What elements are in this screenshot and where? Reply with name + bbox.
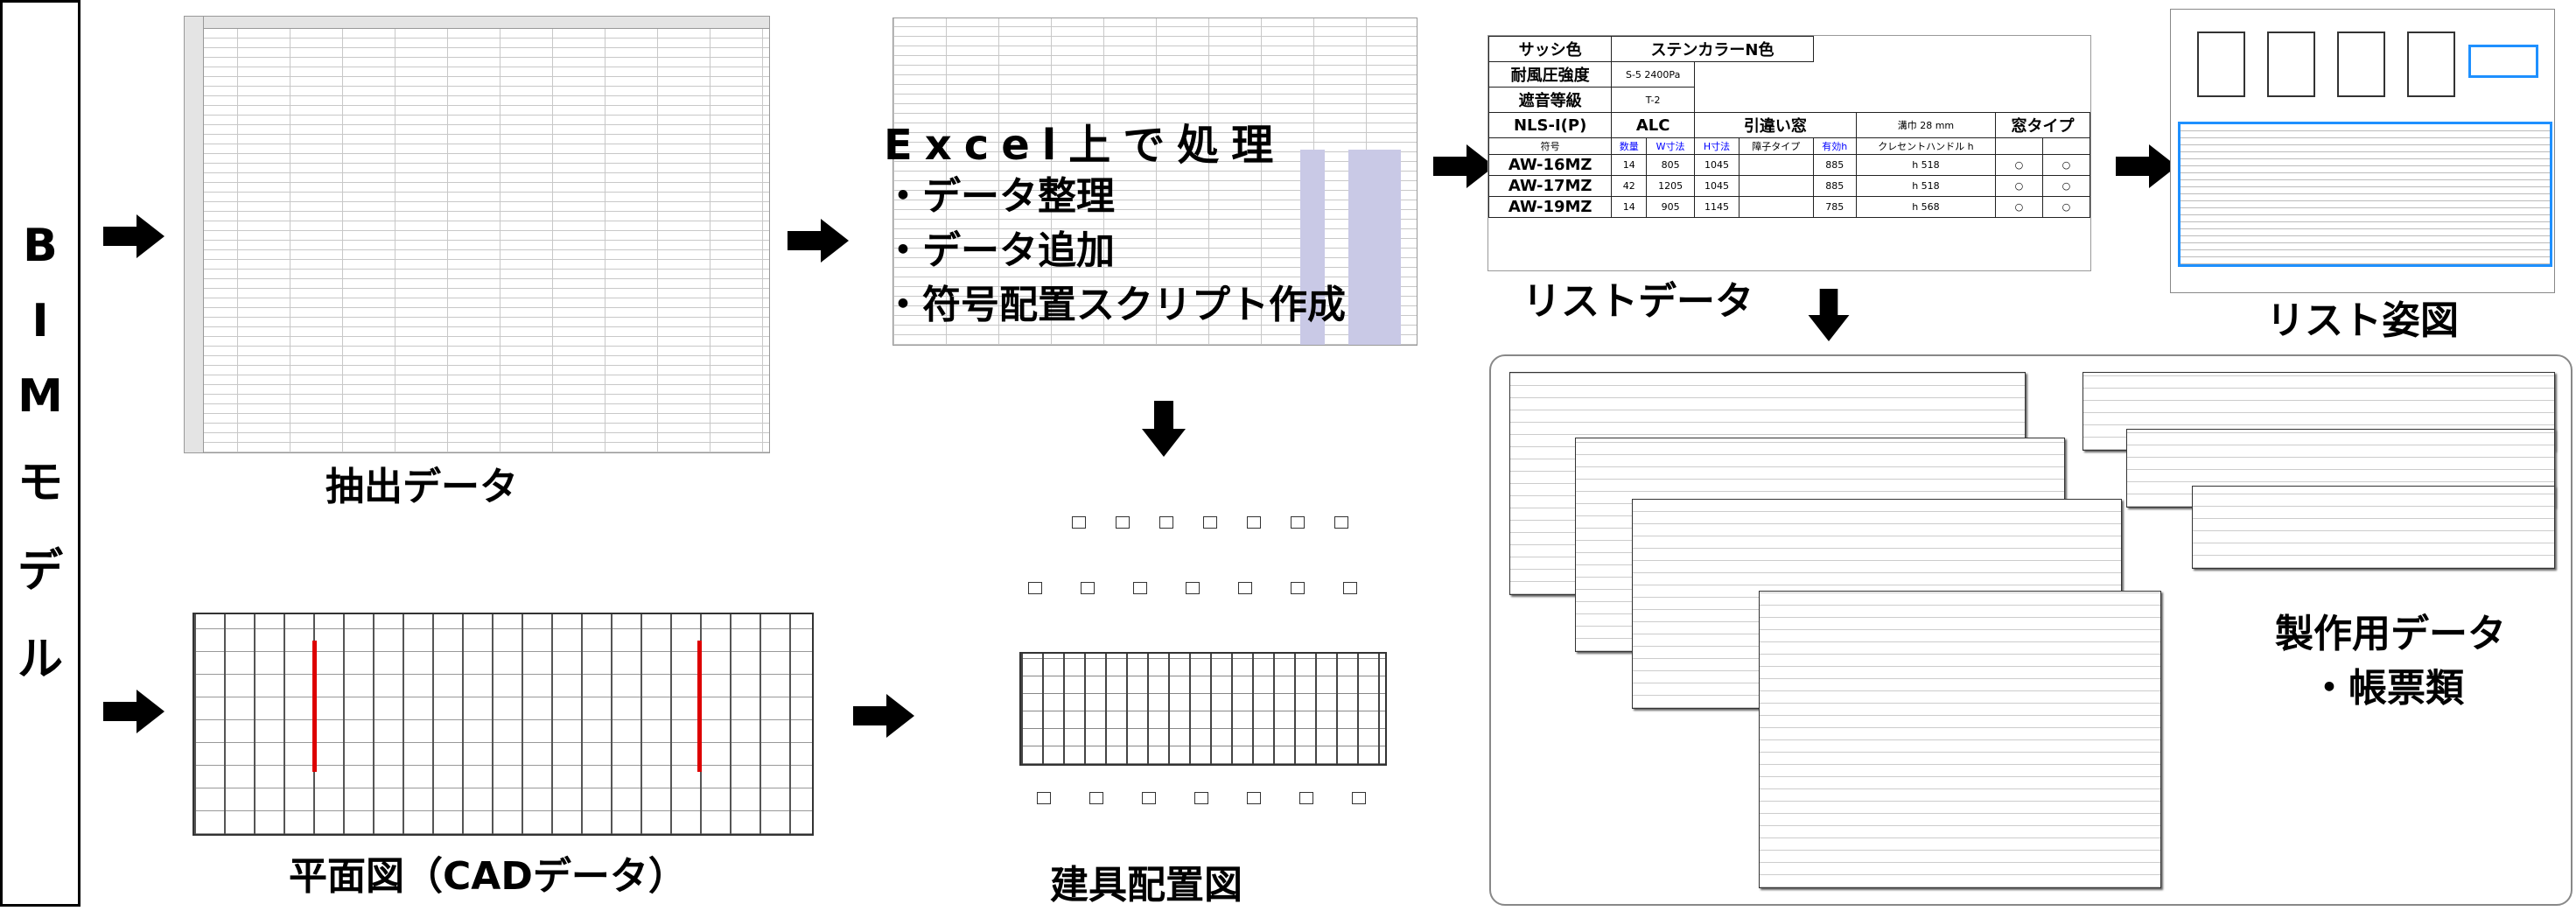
cell: 1205 — [1646, 175, 1696, 197]
list-figure-drawing — [2170, 9, 2555, 293]
cell: h 518 — [1855, 175, 1997, 197]
cell: 引違い窓 — [1694, 112, 1857, 138]
cell: 溝巾 28 mm — [1855, 112, 1997, 138]
cell: AW-19MZ — [1488, 196, 1613, 218]
cell: 1045 — [1694, 175, 1740, 197]
excel-bullet: ・符号配置スクリプト作成 — [884, 283, 1346, 327]
arrow-down-icon — [1808, 289, 1850, 341]
cell: T-2 — [1611, 87, 1696, 113]
cell: 885 — [1812, 154, 1857, 176]
column-header: W寸法 — [1646, 137, 1696, 155]
arrow-right-icon — [2116, 144, 2177, 188]
production-data-group — [1489, 354, 2572, 906]
bim-char: モ — [17, 456, 63, 509]
fitting-placement-drawing — [941, 499, 1435, 858]
production-data-sublabel: ・帳票類 — [2310, 666, 2464, 711]
cell: h 518 — [1855, 154, 1997, 176]
column-header: 数量 — [1611, 137, 1648, 155]
column-header: 符号 — [1488, 137, 1613, 155]
floor-plan-drawing — [192, 613, 814, 836]
arrow-right-icon — [853, 694, 914, 738]
floor-plan-label: 平面図（CADデータ） — [289, 854, 687, 899]
cell: AW-16MZ — [1488, 154, 1613, 176]
bim-char: I — [32, 294, 49, 347]
bim-model-box: B I M モ デ ル — [0, 0, 80, 907]
fitting-placement-label: 建具配置図 — [1050, 863, 1242, 907]
cell: 耐風圧強度 — [1488, 61, 1613, 88]
column-header: 障子タイプ — [1738, 137, 1814, 155]
cell: サッシ色 — [1488, 36, 1613, 62]
cell: 785 — [1812, 196, 1857, 218]
cell: 905 — [1646, 196, 1696, 218]
cell: h 568 — [1855, 196, 1997, 218]
cell: 14 — [1611, 154, 1648, 176]
cell: 窓タイプ — [1995, 112, 2090, 138]
arrow-right-icon — [1433, 144, 1494, 188]
form-sheet — [1759, 591, 2161, 888]
cell: ステンカラーN色 — [1611, 36, 1814, 62]
arrow-right-icon — [103, 690, 164, 733]
arrow-right-icon — [788, 219, 849, 263]
arrow-right-icon — [103, 214, 164, 258]
cell: 42 — [1611, 175, 1648, 197]
production-data-label: 製作用データ — [2275, 612, 2506, 656]
bim-char: デ — [17, 544, 63, 598]
excel-bullet: ・データ追加 — [884, 228, 1115, 273]
form-sheet — [2192, 486, 2555, 569]
cell: 885 — [1812, 175, 1857, 197]
cell: AW-17MZ — [1488, 175, 1613, 197]
list-data-label: リストデータ — [1522, 279, 1754, 324]
cell: 805 — [1646, 154, 1696, 176]
cell: 1045 — [1694, 154, 1740, 176]
excel-processing-spreadsheet — [892, 18, 1418, 346]
excel-title: Excel上で処理 — [884, 121, 1286, 170]
excel-bullet: ・データ整理 — [884, 174, 1115, 219]
cell: ALC — [1611, 112, 1696, 138]
extracted-data-spreadsheet — [184, 16, 770, 453]
column-header: 有効h — [1812, 137, 1857, 155]
column-header: クレセントハンドル h — [1855, 137, 1997, 155]
excel-processing-text: Excel上で処理 ・データ整理 ・データ追加 ・符号配置スクリプト作成 — [884, 121, 1346, 333]
extracted-data-label: 抽出データ — [326, 465, 518, 509]
bim-char: B — [23, 219, 58, 272]
column-header: H寸法 — [1694, 137, 1740, 155]
bim-char: ル — [17, 633, 63, 686]
bim-char: M — [18, 369, 63, 423]
arrow-down-icon — [1142, 401, 1186, 457]
cell: S-5 2400Pa — [1611, 61, 1696, 88]
cell: NLS-Ⅰ(P) — [1488, 112, 1613, 138]
cell: 14 — [1611, 196, 1648, 218]
list-figure-label: リスト姿図 — [2266, 298, 2459, 343]
cell: 1145 — [1694, 196, 1740, 218]
cell: 遮音等級 — [1488, 87, 1613, 113]
